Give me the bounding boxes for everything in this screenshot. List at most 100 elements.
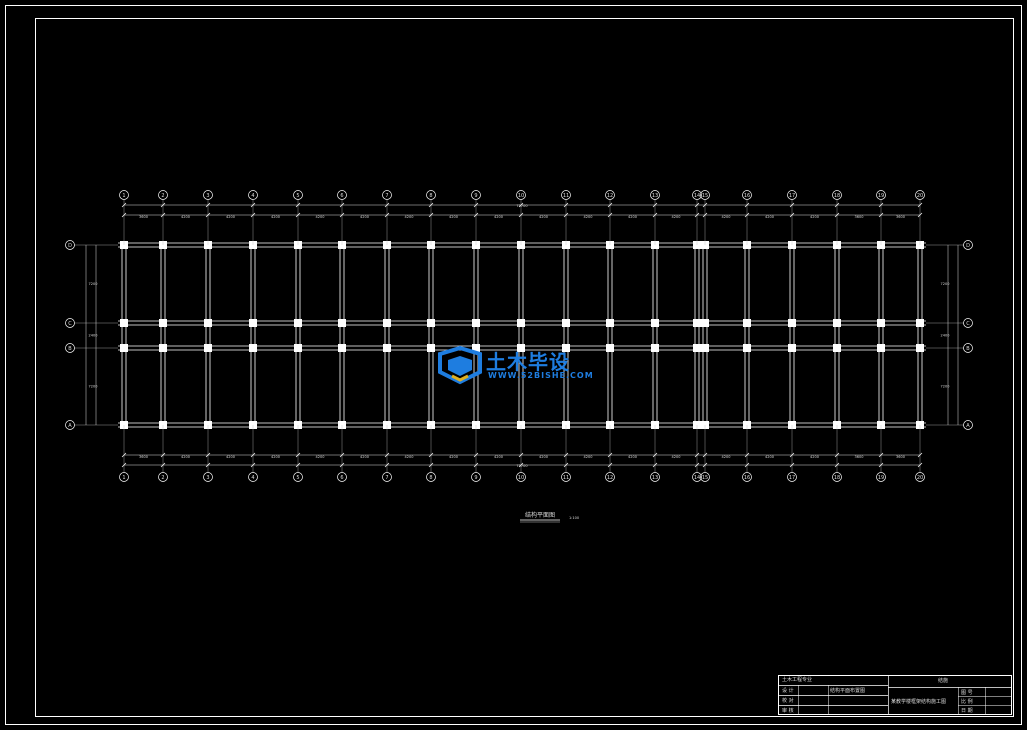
axis-bubble-top [337,190,347,200]
dimension-tick [694,452,700,458]
dimension-tick [834,202,840,208]
dim-total-bottom: 71700 [516,464,527,468]
column [833,319,841,327]
dim-bay-bottom: 4200 [628,455,637,459]
axis-bubble-bottom [787,472,797,482]
axis-bubble-bottom [382,472,392,482]
axis-label-bottom-20: 20 [917,475,923,481]
axis-label-top-17: 17 [789,193,795,199]
dim-bay-top: 4200 [360,215,369,219]
dim-bay-top: 4200 [449,215,458,219]
axis-label-left-D: D [68,243,72,249]
axis-label-left-B: B [68,346,72,352]
column [338,344,346,352]
column [204,319,212,327]
dimension-tick [384,452,390,458]
dim-bay-bottom: 3600 [139,455,148,459]
dimension-tick [250,202,256,208]
axis-bubble-bottom [516,472,526,482]
dim-right: 2400 [941,334,950,338]
axis-label-top-19: 19 [878,193,884,199]
axis-label-top-8: 8 [429,193,432,199]
dimension-tick [744,452,750,458]
tb-row-1: 校 对 [782,698,794,704]
dimension-tick [473,202,479,208]
dimension-tick [744,212,750,218]
dimension-tick [834,452,840,458]
column [562,319,570,327]
axis-bubble-top [293,190,303,200]
column [916,319,924,327]
dimension-tick [789,452,795,458]
dim-bay-bottom: 4200 [405,455,414,459]
column [562,344,570,352]
axis-label-top-14: 14 [694,193,700,199]
dimension-tick [607,212,613,218]
axis-label-top-3: 3 [206,193,209,199]
dimension-tick [878,202,884,208]
column [701,319,709,327]
dimension-tick [295,202,301,208]
axis-label-top-5: 5 [296,193,299,199]
column [427,344,435,352]
dimension-tick [702,202,708,208]
axis-bubble-bottom [742,472,752,482]
column [693,319,701,327]
axis-label-bottom-4: 4 [251,475,254,481]
dimension-tick [250,212,256,218]
axis-label-top-10: 10 [518,193,524,199]
dimension-tick [384,462,390,468]
dim-left: 7200 [89,282,98,286]
dim-bay-top: 4200 [765,215,774,219]
axis-bubble-right [963,240,973,250]
column [788,344,796,352]
dimension-tick [917,212,923,218]
column [606,319,614,327]
dimension-tick [121,452,127,458]
dimension-tick [917,202,923,208]
dimension-tick [563,212,569,218]
axis-bubble-right [963,343,973,353]
axis-label-top-13: 13 [652,193,658,199]
dimension-tick [702,212,708,218]
column [651,344,659,352]
column [472,344,480,352]
dim-bay-bottom: 4200 [722,455,731,459]
axis-bubble-bottom [293,472,303,482]
axis-bubble-bottom [471,472,481,482]
dimension-tick [295,462,301,468]
axis-bubble-top [516,190,526,200]
axis-label-right-D: D [966,243,970,249]
axis-label-bottom-15: 15 [702,475,708,481]
axis-bubble-top [119,190,129,200]
column [517,344,525,352]
dimension-tick [295,212,301,218]
dimension-tick [702,452,708,458]
axis-label-right-C: C [966,321,970,327]
dimension-tick [917,452,923,458]
dim-bay-bottom: 4200 [494,455,503,459]
dimension-tick [428,452,434,458]
axis-bubble-top [692,190,702,200]
dim-left: 7200 [89,385,98,389]
column [788,319,796,327]
dim-bay-top: 3600 [896,215,905,219]
axis-label-bottom-17: 17 [789,475,795,481]
dimension-tick [160,462,166,468]
dim-bay-top: 4200 [494,215,503,219]
tb-col-1: 比 例 [961,699,973,705]
dim-bay-bottom: 4200 [672,455,681,459]
dimension-tick [652,202,658,208]
dimension-tick [607,452,613,458]
axis-label-bottom-11: 11 [563,475,569,481]
axis-label-top-4: 4 [251,193,254,199]
axis-bubble-left [65,318,75,328]
watermark-logo-icon [438,346,482,385]
axis-label-top-1: 1 [122,193,125,199]
dimension-tick [384,202,390,208]
tb-row-0: 设 计 [782,688,794,694]
axis-bubble-bottom [692,472,702,482]
axis-label-bottom-6: 6 [340,475,343,481]
dimension-tick [702,462,708,468]
